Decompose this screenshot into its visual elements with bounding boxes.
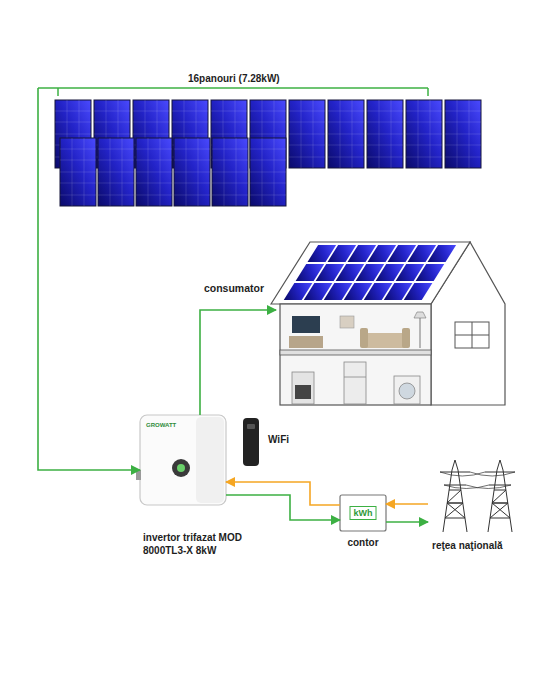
flow-arrow bbox=[386, 503, 428, 505]
flow-arrow bbox=[38, 88, 140, 470]
meter-display: kWh bbox=[350, 506, 377, 520]
panel-bracket bbox=[38, 88, 428, 96]
meter-box: kWhcontor bbox=[340, 495, 386, 531]
inverter-box: invertor trifazat MOD 8000TL3-X 8kW bbox=[140, 415, 226, 505]
inverter bbox=[136, 415, 226, 505]
panel-array: 16panouri (7.28kW) bbox=[38, 86, 488, 210]
panel-heading: 16panouri (7.28kW) bbox=[188, 73, 280, 84]
solar-panels bbox=[55, 100, 481, 206]
meter-body bbox=[340, 495, 386, 531]
grid-label: reţea naţională bbox=[432, 540, 503, 551]
pylons bbox=[440, 460, 515, 532]
flow-arrow bbox=[386, 521, 428, 523]
flow-arrow bbox=[200, 310, 276, 415]
brand-logo: GROWATT bbox=[146, 422, 176, 428]
flow-arrow bbox=[226, 495, 340, 520]
wifi-label: WiFi bbox=[268, 434, 289, 445]
house: consumator bbox=[276, 235, 508, 407]
grid-pylons: reţea naţională bbox=[428, 455, 526, 533]
flow-arrow bbox=[226, 482, 340, 505]
wifi-dongle bbox=[243, 418, 259, 466]
meter-label: contor bbox=[347, 537, 378, 548]
consumer-label: consumator bbox=[204, 282, 264, 294]
inverter-label: invertor trifazat MOD 8000TL3-X 8kW bbox=[143, 531, 243, 557]
house bbox=[271, 242, 505, 405]
